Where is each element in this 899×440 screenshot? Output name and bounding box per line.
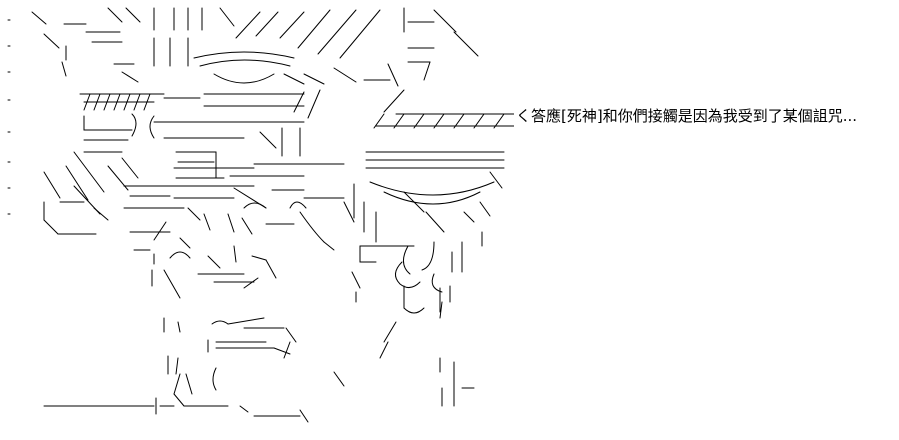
ascii-art-figure — [4, 2, 514, 434]
caption-text: く答應[死神]和你們接觸是因為我受到了某個詛咒... — [516, 107, 858, 125]
ascii-art-drawing — [7, 7, 514, 423]
